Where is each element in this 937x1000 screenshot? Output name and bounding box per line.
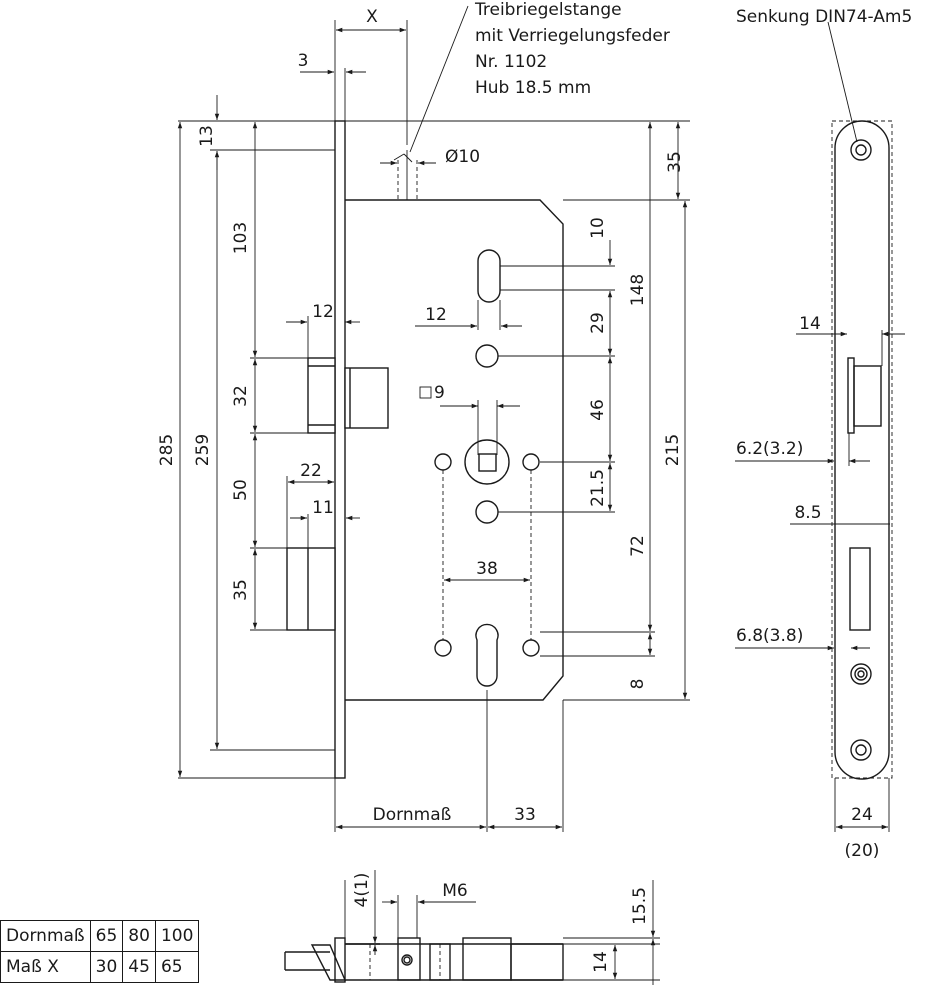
front-view — [177, 5, 690, 832]
table-cell: Dornmaß — [0, 920, 91, 952]
dim-33: 33 — [514, 805, 536, 825]
dim-38: 38 — [476, 559, 498, 579]
section-view — [284, 870, 660, 985]
dim-35: 35 — [231, 579, 251, 601]
dim-50: 50 — [231, 479, 251, 501]
note-countersink: Senkung DIN74-Am5 — [736, 7, 912, 27]
dim-103: 103 — [231, 222, 251, 254]
dim-dia10: Ø10 — [445, 147, 480, 167]
dim-35-top: 35 — [665, 151, 685, 173]
dim-8-5: 8.5 — [794, 503, 821, 523]
dimension-table: Dornmaß 65 80 100 Maß X 30 45 65 — [0, 920, 200, 983]
cylinder-hole — [475, 623, 499, 687]
note-bolt-rod: Nr. 1102 — [475, 52, 547, 72]
slot-hole — [477, 249, 501, 303]
countersink-hole — [850, 139, 872, 161]
dim-15-5: 15.5 — [630, 887, 650, 925]
fixing-hole — [475, 500, 499, 524]
table-cell: 80 — [122, 920, 156, 952]
countersink-hole — [850, 739, 872, 761]
dim-12: 12 — [425, 305, 447, 325]
dim-148: 148 — [628, 274, 648, 306]
dim-12: 12 — [312, 302, 334, 322]
dim-14: 14 — [799, 314, 821, 334]
table-cell: 100 — [154, 920, 200, 952]
note-bolt-rod: mit Verriegelungsfeder — [475, 26, 670, 46]
bolt-rod — [393, 150, 418, 200]
dim-46: 46 — [588, 399, 608, 421]
dim-m6: M6 — [442, 881, 467, 901]
follower — [464, 439, 510, 485]
dim-x: X — [366, 7, 378, 27]
dim-14: 14 — [591, 951, 611, 973]
table-row: Dornmaß 65 80 100 — [0, 920, 200, 952]
dim-6-2: 6.2(3.2) — [736, 439, 803, 459]
screw-hole-right — [522, 639, 540, 657]
dead-bolt — [286, 547, 336, 631]
dim-24: 24 — [851, 805, 873, 825]
dim-dornmass: Dornmaß — [373, 805, 452, 825]
dim-10: 10 — [588, 217, 608, 239]
table-cell: 45 — [122, 951, 156, 983]
dim-3: 3 — [298, 51, 309, 71]
dim-32: 32 — [231, 385, 251, 407]
screw-hole-left — [434, 639, 452, 657]
table-row: Maß X 30 45 65 — [0, 951, 200, 983]
dim-sq9: 9 — [434, 383, 445, 403]
screw-hole-side — [850, 663, 872, 685]
dim-21-5: 21.5 — [588, 469, 608, 507]
table-cell: 65 — [154, 951, 200, 983]
screw-hole-left — [434, 453, 452, 471]
dim-215: 215 — [663, 434, 683, 466]
note-bolt-rod: Hub 18.5 mm — [475, 78, 591, 98]
dim-20: (20) — [845, 841, 880, 861]
table-cell: Maß X — [0, 951, 91, 983]
fixing-hole — [475, 344, 499, 368]
dim-259: 259 — [193, 434, 213, 466]
dim-4-1: 4(1) — [352, 873, 372, 908]
dim-11: 11 — [312, 498, 334, 518]
dim-13: 13 — [197, 125, 217, 147]
note-bolt-rod: Treibriegelstange — [474, 0, 622, 20]
faceplate-side-view — [735, 21, 905, 832]
dim-285: 285 — [157, 434, 177, 466]
dim-29: 29 — [588, 312, 608, 334]
dim-72: 72 — [628, 535, 648, 557]
latch-bolt — [307, 357, 389, 434]
table-cell: 30 — [89, 951, 124, 983]
dim-22: 22 — [300, 461, 322, 481]
table-cell: 65 — [89, 920, 124, 952]
lock-case — [345, 199, 564, 701]
screw-hole-right — [522, 453, 540, 471]
faceplate — [334, 120, 346, 779]
dim-6-8: 6.8(3.8) — [736, 626, 803, 646]
dim-8: 8 — [628, 679, 648, 690]
